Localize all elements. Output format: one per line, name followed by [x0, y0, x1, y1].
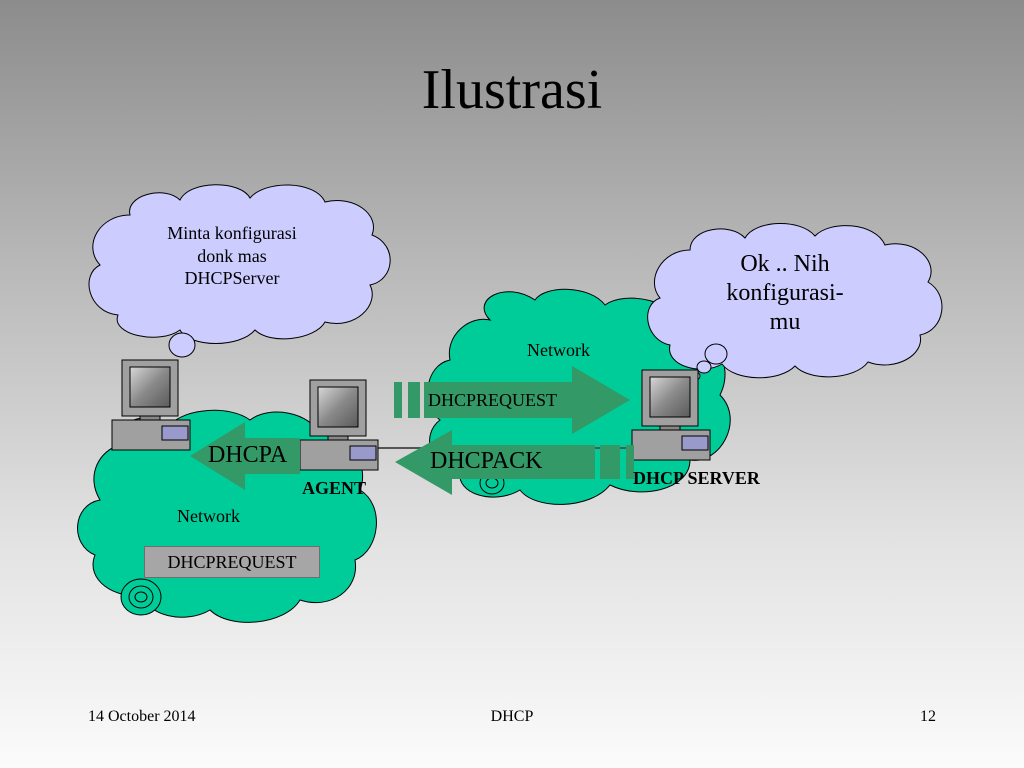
dhcpack-forward-arrow-label: DHCPA — [208, 442, 288, 468]
slide-title: Ilustrasi — [421, 59, 603, 121]
footer-topic: DHCP — [490, 708, 534, 725]
right-bubble-line-2: konfigurasi- — [726, 279, 844, 306]
right-bubble-line-1: Ok .. Nih — [740, 251, 830, 277]
left-bubble-line-3: DHCPServer — [184, 268, 280, 288]
agent-computer — [299, 379, 379, 471]
dhcprequest-box: DHCPREQUEST — [144, 546, 320, 578]
left-bubble-line-1: Minta konfigurasi — [167, 223, 297, 243]
dhcpack-arrow-label: DHCPACK — [430, 448, 543, 474]
footer-page-number: 12 — [920, 708, 936, 725]
left-network-label: Network — [177, 506, 240, 526]
left-bubble-line-2: donk mas — [197, 245, 267, 266]
dhcprequest-arrow-label: DHCPREQUEST — [428, 390, 558, 410]
dhcprequest-arrow — [394, 366, 630, 434]
dhcprequest-box-label: DHCPREQUEST — [167, 551, 297, 572]
dhcpack-forward-arrow — [190, 422, 300, 490]
left-bubble-text: Minta konfigurasi donk mas DHCPServer — [122, 222, 342, 290]
left-thought-bubble — [88, 184, 391, 358]
agent-label: AGENT — [302, 478, 367, 498]
right-bubble-line-3: mu — [769, 308, 801, 335]
dhcp-server-computer — [631, 369, 711, 461]
right-network-label: Network — [527, 340, 590, 360]
right-thought-bubble — [647, 223, 943, 381]
right-bubble-text: Ok .. Nih konfigurasi- mu — [690, 250, 880, 336]
dhcp-server-label: DHCP SERVER — [633, 468, 760, 488]
client-computer — [111, 359, 191, 451]
footer-date: 14 October 2014 — [88, 708, 196, 725]
dhcpack-arrow — [395, 430, 634, 495]
